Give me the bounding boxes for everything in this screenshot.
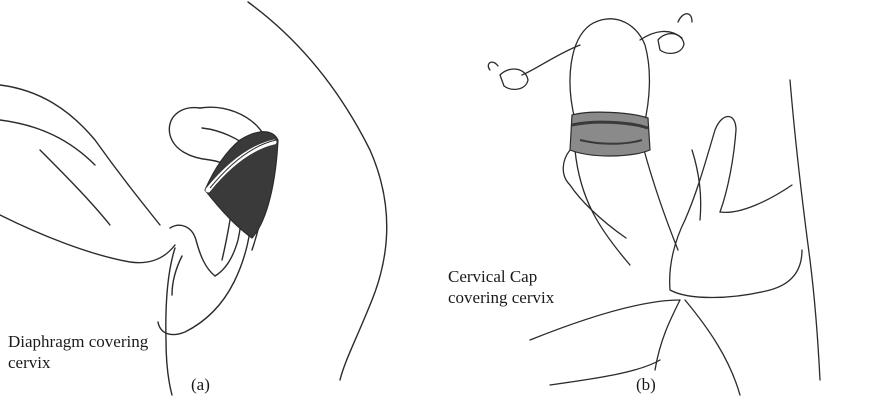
cervical-cap <box>570 112 650 156</box>
panel-cervical-cap: Cervical Cap covering cervix (b) <box>430 0 876 406</box>
palm-outline <box>670 220 802 298</box>
finger-line <box>692 150 701 220</box>
right-tube <box>640 31 682 40</box>
uterus-outline <box>570 19 649 125</box>
thigh-line-upper <box>0 85 160 225</box>
fimbria-right <box>678 14 692 22</box>
caption-b: (b) <box>636 375 656 395</box>
vaginal-wall-left <box>575 150 630 265</box>
arm-line-lower <box>0 215 175 263</box>
leg-line-right <box>790 80 820 380</box>
cervical-cap-label: Cervical Cap covering cervix <box>448 266 638 308</box>
arm-line-inner <box>40 150 110 225</box>
leg-line-inner <box>685 300 740 395</box>
panel-diaphragm: Diaphragm covering cervix (a) <box>0 0 400 406</box>
leg-line-center <box>655 300 680 370</box>
diaphragm-device <box>205 132 278 238</box>
palm-crease <box>172 256 182 295</box>
fimbria-left <box>488 62 498 70</box>
vaginal-wall-right <box>644 150 678 250</box>
hand-back <box>720 185 792 212</box>
uterus-top <box>200 107 262 132</box>
diaphragm-label: Diaphragm covering cervix <box>8 331 198 373</box>
right-ovary <box>658 34 684 54</box>
cervical-cap-illustration <box>430 0 876 406</box>
caption-a: (a) <box>191 375 210 395</box>
bladder-line <box>563 150 626 238</box>
thumb-outline <box>685 117 736 221</box>
left-ovary <box>500 69 528 89</box>
